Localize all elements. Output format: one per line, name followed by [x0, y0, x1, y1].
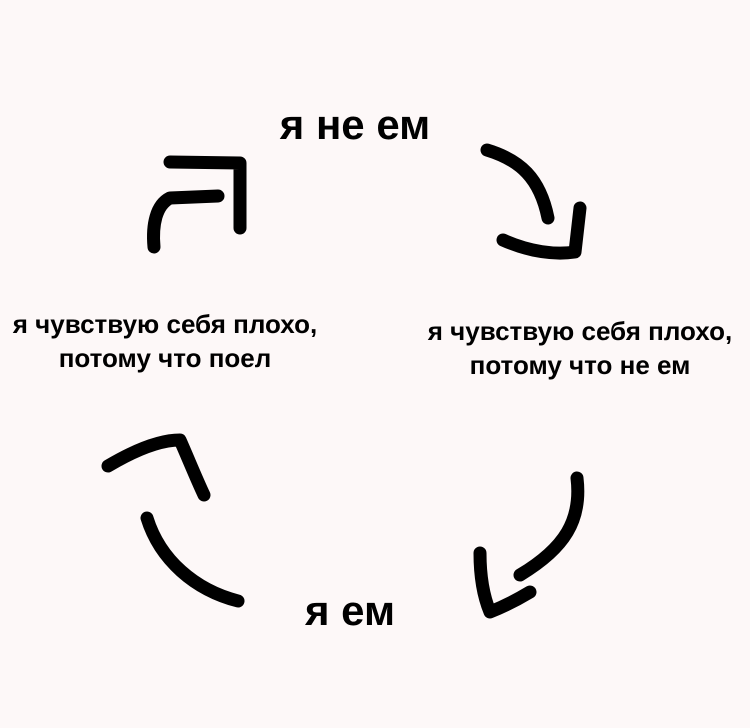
curved-arrow-icon	[147, 189, 225, 254]
arrowhead-icon	[101, 433, 211, 502]
curved-arrow-icon	[140, 511, 245, 608]
arrowhead-icon	[163, 155, 247, 235]
curved-arrow-icon	[513, 471, 585, 582]
node-top-label: я не ем	[279, 101, 431, 148]
node-bottom-label: я ем	[304, 587, 396, 634]
arrow-bottom-to-left	[101, 433, 245, 608]
arrow-right-to-bottom	[473, 471, 585, 619]
node-right-label: я чувствую себя плохо, потому что не ем	[427, 316, 733, 380]
curved-arrow-icon	[480, 143, 555, 225]
arrowhead-icon	[473, 546, 537, 619]
arrow-left-to-top	[147, 155, 247, 254]
arrow-top-to-right	[480, 143, 587, 260]
arrowhead-icon	[496, 201, 587, 260]
node-left-label: я чувствую себя плохо, потому что поел	[12, 309, 318, 373]
